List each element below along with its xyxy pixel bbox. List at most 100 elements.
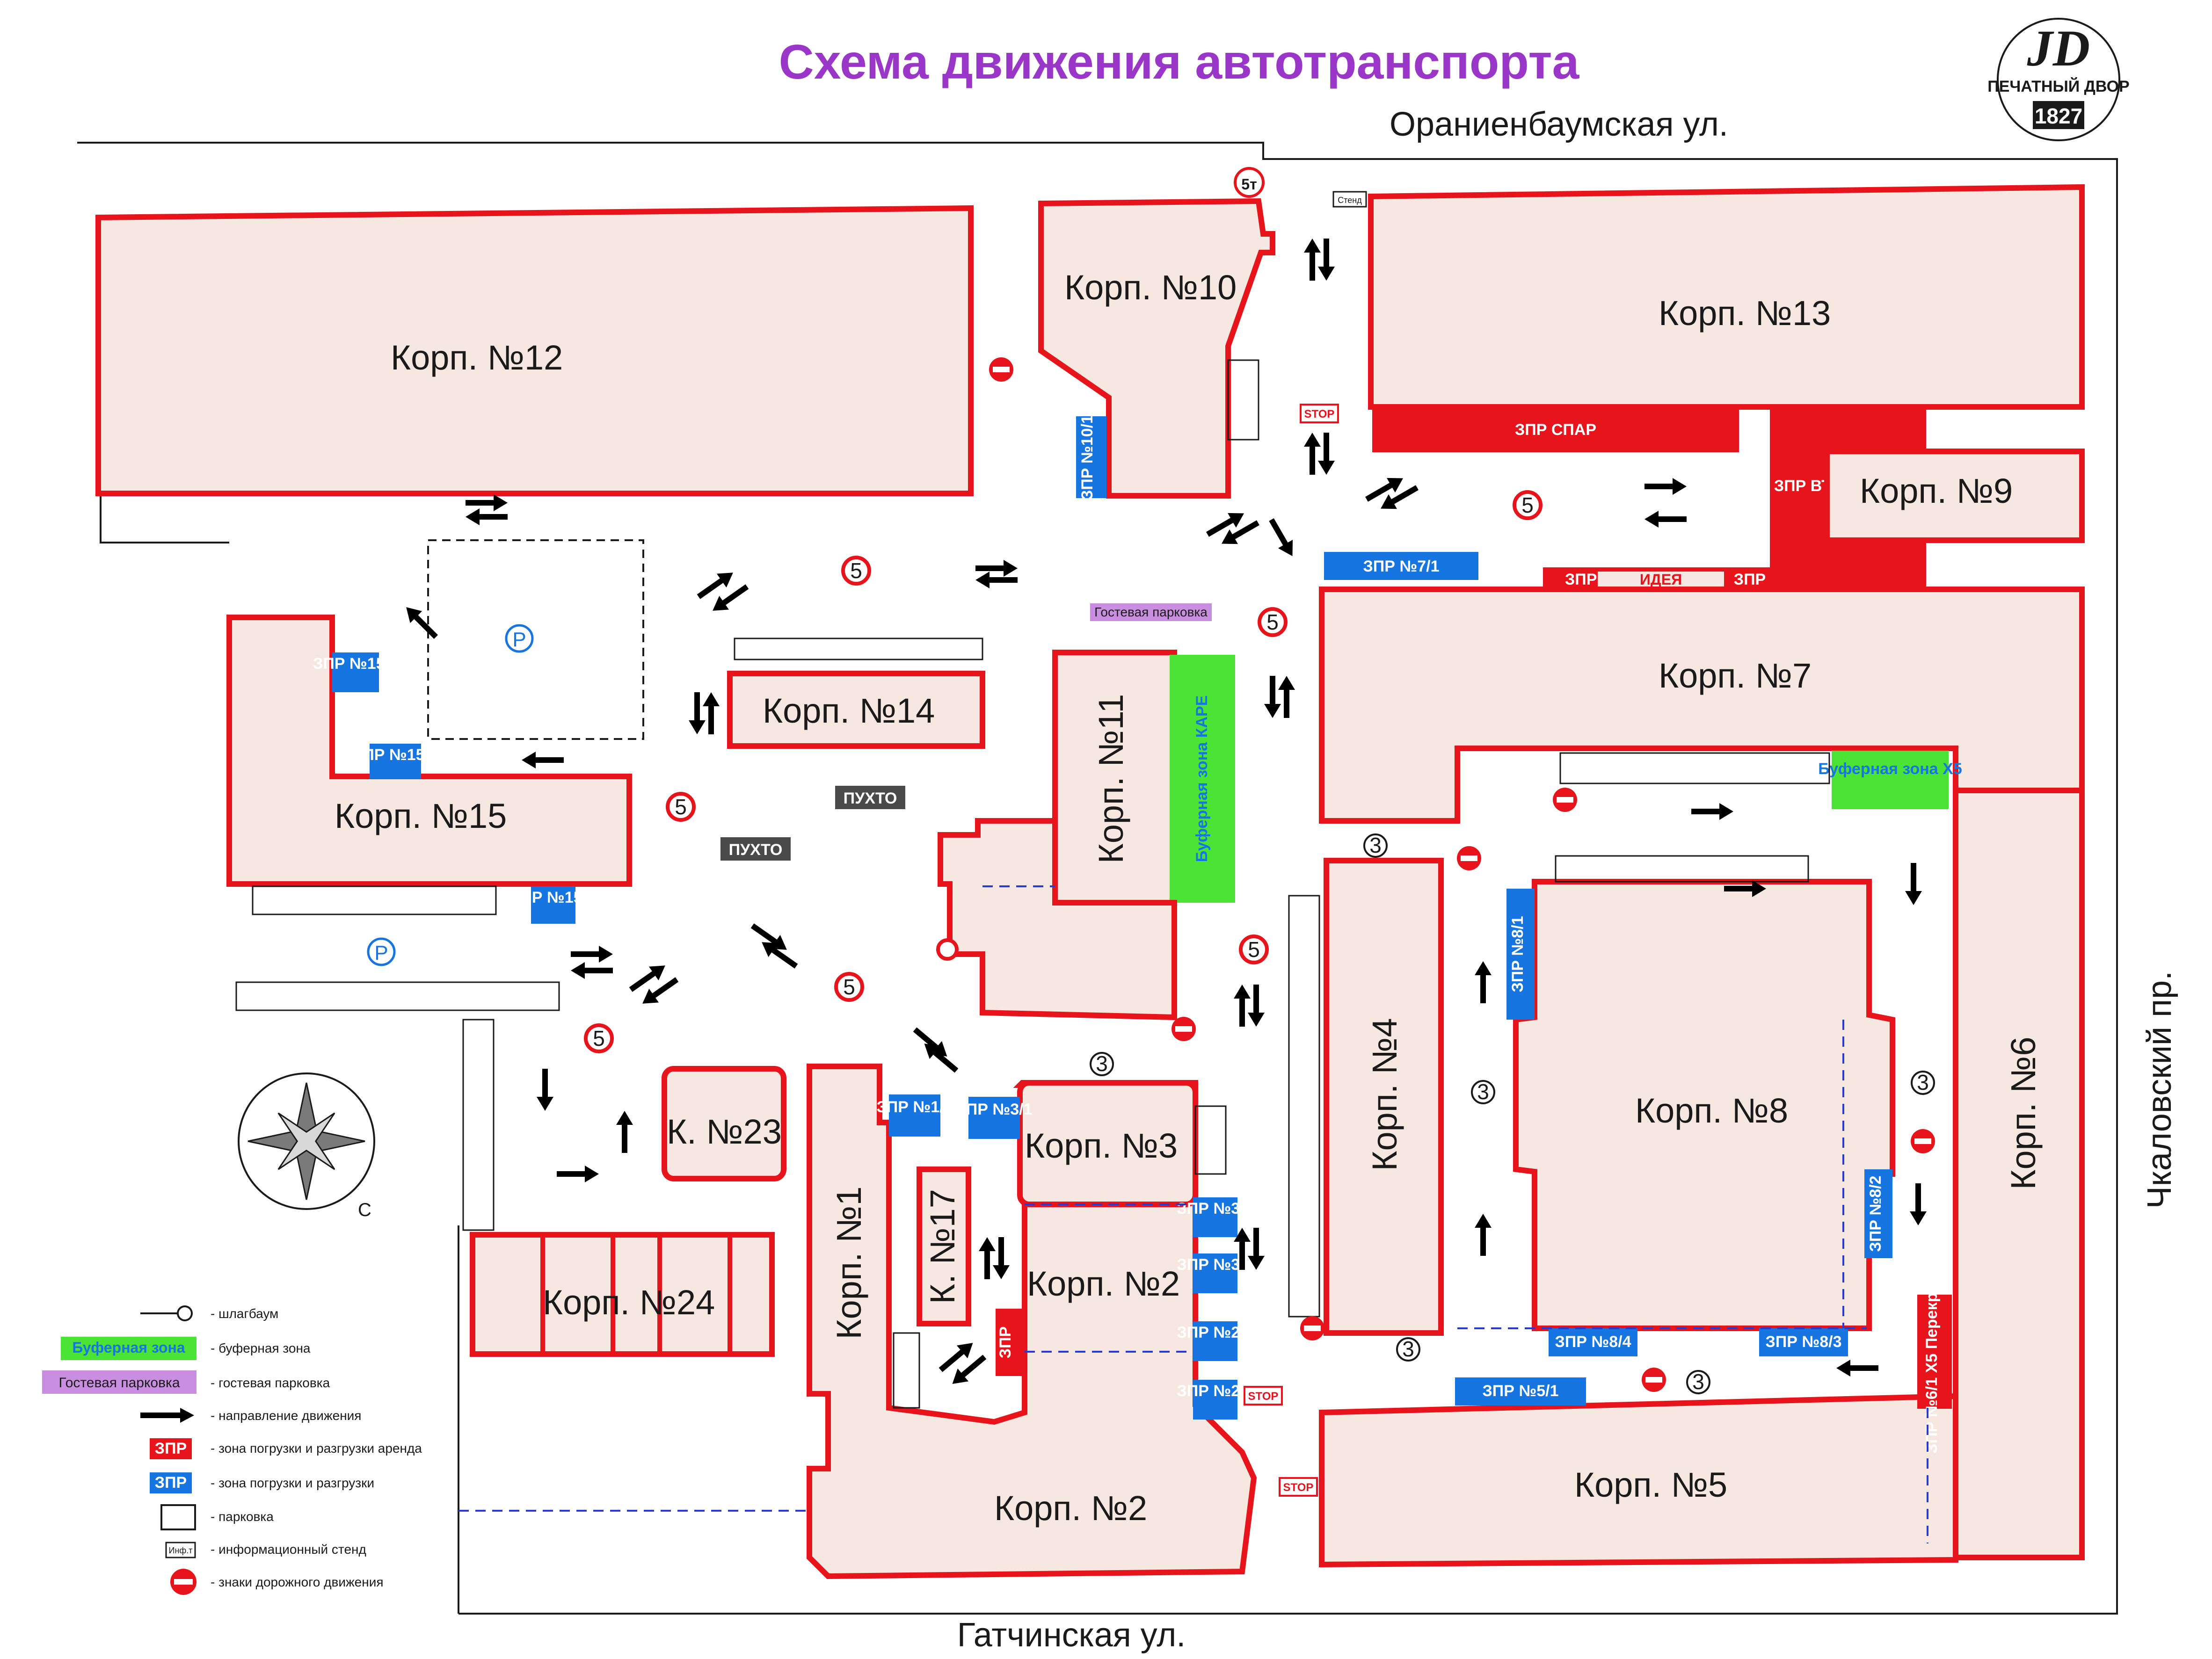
buffer-x5-label: Буферная зона Х5: [1818, 760, 1962, 778]
no-entry-sign-6: [1300, 1316, 1324, 1340]
direction-arrow: [979, 1237, 996, 1279]
zpr-15-1: ЗПР №15/1: [313, 652, 398, 692]
direction-arrow: [1206, 513, 1244, 537]
legend-barrier: - шлагбаум: [140, 1305, 278, 1321]
building-6: Корп. №6: [1953, 788, 2085, 1560]
building-6-label: Корп. №6: [2004, 1036, 2043, 1189]
parking-row-14: [734, 638, 983, 660]
legend-parking: - парковка: [160, 1504, 274, 1530]
direction-arrow: [1318, 239, 1335, 281]
building-23: К. №23: [662, 1066, 786, 1181]
stop-sign-3: STOP: [1279, 1477, 1318, 1497]
building-11-annex: [938, 818, 1177, 1021]
zpr-8-3-label: ЗПР №8/3: [1765, 1333, 1841, 1351]
building-1-label: Корп. №1: [830, 1186, 868, 1339]
zpr-8-4: ЗПР №8/4: [1549, 1328, 1637, 1356]
building-13-label: Корп. №13: [1659, 294, 1831, 333]
direction-arrow: [1836, 1360, 1878, 1376]
building-10: Корп. №10: [1038, 198, 1275, 499]
no-entry-sign-2: [1553, 788, 1577, 812]
sign-3-e: 3: [1396, 1337, 1420, 1362]
legend: - шлагбаум Буферная зона - буферная зона…: [42, 1305, 422, 1595]
speed-sign-6: 5: [584, 1023, 614, 1053]
zpr-right-label: ЗПР: [1734, 571, 1766, 588]
svg-text:С: С: [358, 1200, 371, 1220]
speed-sign-5-label: 5: [843, 975, 855, 999]
street-south: Гатчинская ул.: [957, 1616, 1186, 1654]
zpr-8-2: ЗПР №8/2: [1864, 1169, 1892, 1258]
legend-parking-label: - парковка: [211, 1509, 274, 1524]
guest-parking[interactable]: Гостевая парковка: [1090, 603, 1212, 621]
building-14: Корп. №14: [727, 671, 985, 749]
zpr-10-1: ЗПР №10/1: [1076, 415, 1106, 500]
zpr-7-1: ЗПР №7/1: [1324, 552, 1478, 580]
legend-info-label: - информационный стенд: [211, 1542, 366, 1557]
zpr-8-1-label: ЗПР №8/1: [1509, 916, 1527, 992]
weight-limit-sign: 5т: [1234, 167, 1265, 198]
pukhto-2-label: ПУХТО: [729, 841, 783, 859]
direction-arrow: [1644, 511, 1687, 528]
sign-3-f-label: 3: [1692, 1369, 1704, 1394]
direction-arrow: [697, 572, 733, 599]
stop-sign-2: STOP: [1244, 1386, 1283, 1405]
direction-arrow: [571, 946, 613, 963]
building-15: Корп. №15: [226, 615, 632, 887]
direction-arrow: [975, 572, 1018, 588]
legend-signs-label: - знаки дорожного движения: [211, 1575, 384, 1589]
legend-guest: Гостевая парковка - гостевая парковка: [42, 1370, 330, 1394]
stop-sign-2-label: STOP: [1248, 1390, 1279, 1403]
legend-signs: - знаки дорожного движения: [170, 1569, 384, 1595]
direction-arrow: [1644, 478, 1687, 495]
site-boundary: [77, 142, 2118, 1615]
no-entry-sign-1: [989, 357, 1013, 382]
direction-arrow: [952, 1355, 987, 1384]
compass: С: [238, 1072, 375, 1220]
direction-arrow: [975, 560, 1018, 577]
zpr-1-red-label: ЗПР: [997, 1326, 1014, 1358]
zpr-1-1: ЗПР №1/1: [876, 1094, 953, 1137]
logo-name: ПЕЧАТНЫЙ ДВОР: [1987, 77, 2129, 95]
zpr-ideya-label: ИДЕЯ: [1640, 571, 1682, 588]
building-8: Корп. №8: [1513, 879, 1895, 1331]
zpr-5-1-label: ЗПР №5/1: [1482, 1382, 1558, 1400]
direction-arrow: [1304, 433, 1321, 475]
direction-arrow: [1264, 676, 1281, 718]
direction-arrow: [1475, 961, 1492, 1003]
direction-arrow: [703, 692, 720, 734]
sign-3-c-label: 3: [1477, 1079, 1489, 1104]
direction-arrow: [713, 584, 749, 611]
direction-arrow: [1318, 433, 1335, 475]
direction-arrow: [1905, 863, 1922, 905]
pukhto-2: ПУХТО: [720, 837, 791, 861]
weight-limit-label: 5т: [1241, 176, 1257, 193]
speed-sign-5: 5: [834, 972, 864, 1002]
direction-arrow: [913, 1027, 947, 1057]
parking-row-3: [1194, 1105, 1227, 1175]
direction-arrow: [557, 1166, 599, 1182]
direction-arrow: [1724, 880, 1766, 897]
svg-text:JD: JD: [2027, 20, 2090, 77]
no-entry-sign-3: [1457, 846, 1481, 870]
barrier-center: [936, 938, 959, 961]
legend-zpr: ЗПР - зона погрузки и разгрузки: [150, 1472, 374, 1493]
legend-buffer-sample: Буферная зона: [72, 1339, 185, 1356]
sign-3-b-label: 3: [1096, 1051, 1108, 1076]
legend-info: Инф.т - информационный стенд: [165, 1542, 366, 1558]
pukhto-1: ПУХТО: [835, 786, 905, 809]
buffer-kare[interactable]: Буферная зона КАРЕ: [1170, 655, 1235, 903]
zpr-1-red: ЗПР: [996, 1309, 1023, 1376]
direction-arrow: [1365, 478, 1403, 502]
direction-arrow: [939, 1343, 973, 1372]
pukhto-1-label: ПУХТО: [844, 790, 897, 807]
buffer-x5[interactable]: Буферная зона Х5: [1818, 751, 1962, 809]
no-entry-sign-7: [1642, 1368, 1666, 1392]
speed-sign-1-label: 5: [850, 558, 862, 583]
zpr-6-1: ЗПР №6/1 Х5 Перекресток: [1917, 1249, 1952, 1454]
building-17-label: К. №17: [923, 1189, 962, 1304]
legend-info-sample: Инф.т: [169, 1546, 193, 1555]
direction-arrow: [629, 965, 665, 992]
sign-3-e-label: 3: [1402, 1337, 1414, 1361]
direction-arrow: [466, 494, 508, 511]
zpr-6-1-label: ЗПР №6/1 Х5 Перекресток: [1923, 1249, 1941, 1454]
